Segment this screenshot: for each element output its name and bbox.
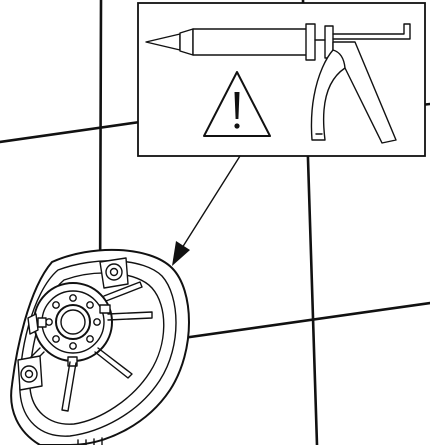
screw-hole: [52, 301, 60, 309]
side-latch: [27, 313, 39, 335]
leader-line: [181, 155, 241, 249]
rib: [61, 361, 77, 412]
screw-boss-bottom: [17, 355, 43, 391]
screw-hole: [45, 318, 53, 326]
screw-hole: [69, 294, 77, 302]
rib: [94, 347, 133, 379]
arrow-head: [172, 241, 190, 266]
screw-hole: [86, 301, 94, 309]
hub-notch: [99, 304, 111, 314]
warning-mark-dot: [234, 123, 240, 129]
boss-ring: [105, 263, 123, 281]
hub-notch: [67, 356, 78, 367]
hub-notch: [37, 317, 47, 328]
warning-mark-bar: [234, 92, 240, 119]
pointer-arrow: [172, 155, 241, 266]
screw-boss-top: [99, 257, 129, 289]
caulking-gun-icon: [145, 23, 411, 144]
boss-ring: [20, 365, 38, 383]
rib: [103, 281, 143, 302]
hub-screw-holes: [45, 294, 101, 350]
boss-hole: [24, 369, 34, 379]
warning-triangle-icon: [203, 71, 271, 137]
grip-detail: [332, 49, 346, 69]
gun-grip: [310, 41, 397, 144]
tile-seam-horizontal-lower: [181, 301, 430, 340]
gun-barrel: [192, 28, 312, 56]
barrel-band: [305, 23, 316, 61]
center-hub: [33, 282, 113, 367]
plunger-rod: [332, 23, 411, 40]
boss-hole: [109, 267, 119, 277]
cartridge-cone: [179, 28, 194, 56]
callout-box: [137, 2, 426, 157]
shell-bottom-ticks: [77, 437, 103, 445]
screw-hole: [52, 335, 60, 343]
screw-hole: [69, 342, 77, 350]
mounting-base-icon: [10, 248, 190, 445]
screw-hole: [93, 318, 101, 326]
hub-center-inner: [60, 309, 86, 335]
screw-hole: [86, 335, 94, 343]
tile-seam-horizontal-upper-left: [0, 120, 142, 144]
rib: [107, 311, 153, 321]
